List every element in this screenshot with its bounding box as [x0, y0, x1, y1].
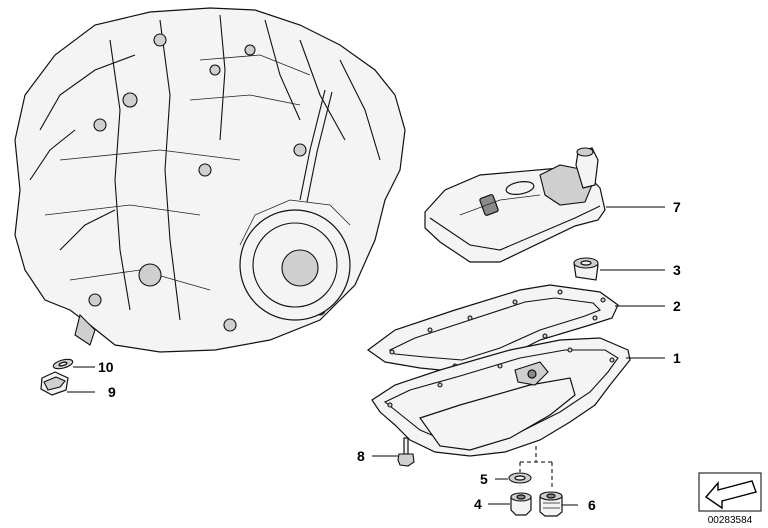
- catalog-number: 00283584: [708, 515, 753, 526]
- callout-5: 5: [480, 471, 488, 487]
- oil-filter: [424, 147, 606, 263]
- callout-4: 4: [474, 496, 482, 512]
- callout-9: 9: [108, 384, 116, 400]
- callout-1: 1: [673, 350, 681, 366]
- pan-gasket: [366, 284, 619, 373]
- callout-3: 3: [673, 262, 681, 278]
- callout-7: 7: [673, 199, 681, 215]
- callout-2: 2: [673, 298, 681, 314]
- oil-pan: [371, 337, 631, 457]
- washer: [52, 358, 74, 370]
- drain-plug: [510, 492, 532, 516]
- sealing-ring: [508, 472, 532, 484]
- callout-10: 10: [98, 359, 114, 375]
- plug-screw: [40, 371, 69, 396]
- orientation-arrow-box: [698, 472, 762, 512]
- callout-6: 6: [588, 497, 596, 513]
- arrow-icon: [704, 480, 757, 510]
- filler-plug: [539, 491, 563, 517]
- pan-bolt: [397, 437, 415, 467]
- transmission-housing: [14, 7, 406, 353]
- leader-lines: [67, 206, 665, 506]
- filter-seal: [573, 257, 599, 281]
- callout-8: 8: [357, 448, 365, 464]
